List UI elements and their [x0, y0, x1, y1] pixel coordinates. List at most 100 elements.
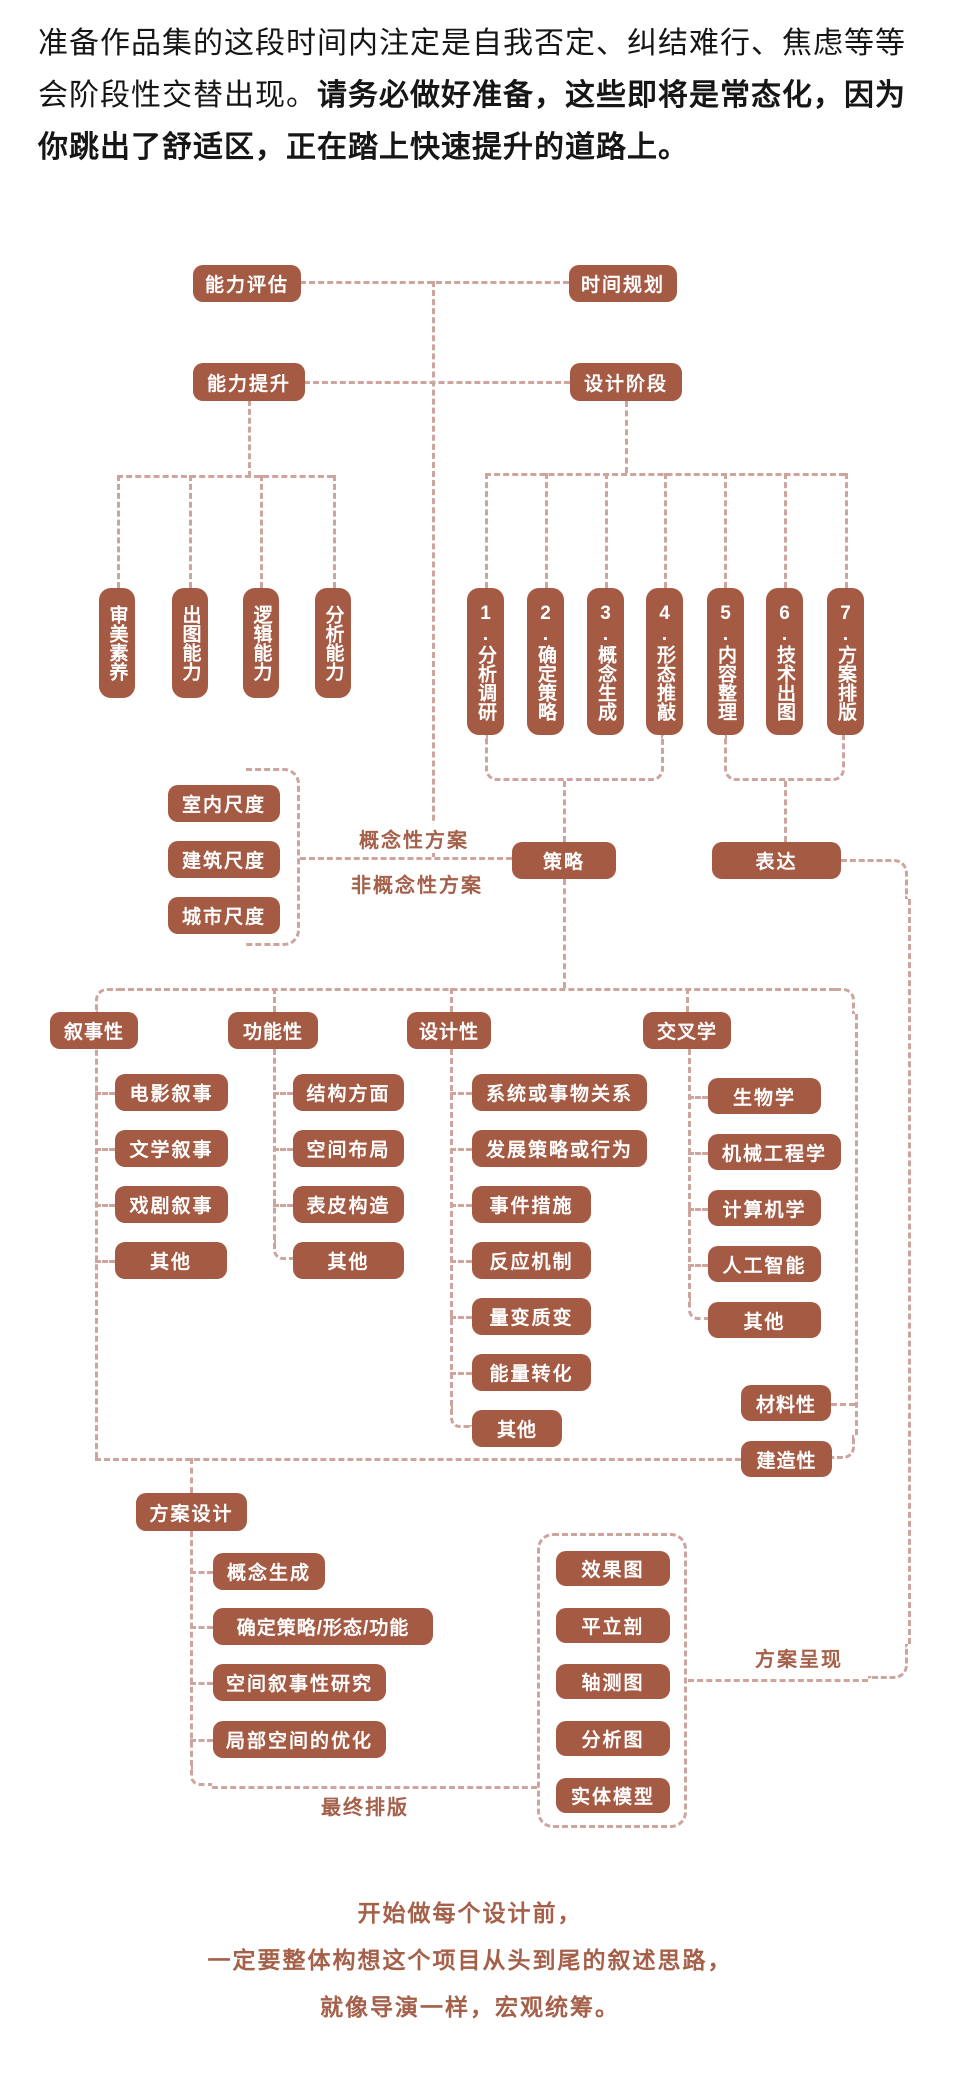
- diagram-node: 其他: [115, 1242, 227, 1279]
- diagram-node: 局部空间的优化: [213, 1721, 386, 1758]
- diagram-node: 平立剖: [556, 1608, 670, 1643]
- connector-line: [95, 988, 119, 1014]
- connector-line: [450, 1204, 472, 1207]
- diagram-node: 电影叙事: [115, 1074, 228, 1111]
- diagram-node: 7.方案排版: [827, 588, 864, 735]
- diagram-node: 实体模型: [556, 1778, 670, 1813]
- diagram-node: 反应机制: [472, 1242, 591, 1279]
- diagram-node: 表达: [712, 842, 841, 879]
- connector-line: [246, 768, 300, 946]
- connector-line: [605, 473, 608, 588]
- connector-line: [212, 1786, 537, 1789]
- diagram-node: 1.分析调研: [467, 588, 504, 735]
- diagram-node: 其他: [708, 1302, 821, 1338]
- diagram-node: 事件措施: [472, 1186, 591, 1223]
- connector-line: [724, 735, 845, 781]
- diagram-node: 6.技术出图: [766, 588, 803, 735]
- diagram-node: 生物学: [708, 1078, 821, 1114]
- diagram-node: 建筑尺度: [168, 841, 280, 878]
- floating-label: 方案呈现: [752, 1643, 846, 1672]
- diagram-node: 交叉学: [643, 1012, 731, 1049]
- diagram-node: 空间布局: [293, 1130, 404, 1167]
- diagram-node: 戏剧叙事: [115, 1186, 228, 1223]
- connector-line: [450, 1092, 472, 1095]
- diagram-node: 设计阶段: [570, 363, 682, 401]
- connector-line: [273, 1204, 293, 1207]
- outro-paragraph: 开始做每个设计前， 一定要整体构想这个项目从头到尾的叙述思路， 就像导演一样，宏…: [0, 1890, 940, 2031]
- diagram-node: 5.内容整理: [707, 588, 744, 735]
- connector-line: [688, 1049, 691, 1298]
- diagram-node: 表皮构造: [293, 1186, 404, 1223]
- intro-line-3: 你跳出了舒适区，正在踏上快速提升的道路上。: [38, 131, 689, 164]
- diagram-node: 室内尺度: [168, 785, 280, 822]
- diagram-node: 量变质变: [472, 1298, 591, 1335]
- diagram-node: 文学叙事: [115, 1130, 228, 1167]
- connector-line: [688, 1152, 708, 1155]
- connector-line: [835, 988, 855, 1014]
- connector-line: [868, 1644, 908, 1679]
- diagram-node: 计算机学: [708, 1190, 821, 1226]
- diagram-node: 3.概念生成: [587, 588, 624, 735]
- connector-line: [190, 1626, 213, 1629]
- connector-line: [908, 899, 911, 1644]
- diagram-node: 功能性: [228, 1012, 318, 1049]
- diagram-node: 人工智能: [708, 1246, 821, 1282]
- connector-line: [841, 859, 908, 899]
- connector-line: [450, 988, 453, 1012]
- intro-line-1: 准备作品集的这段时间内注定是自我否定、纠结难行、焦虑等等: [38, 27, 906, 60]
- connector-line: [450, 1372, 472, 1375]
- diagram-node: 审美素养: [99, 588, 135, 698]
- connector-line: [190, 1458, 193, 1493]
- connector-line: [724, 473, 727, 588]
- connector-line: [450, 1049, 453, 1406]
- connector-line: [95, 1148, 115, 1151]
- diagram-node: 能力评估: [193, 265, 301, 302]
- connector-line: [688, 1096, 708, 1099]
- connector-line: [273, 1148, 293, 1151]
- connector-line: [117, 475, 333, 478]
- diagram-node: 其他: [293, 1242, 404, 1279]
- connector-line: [260, 475, 263, 588]
- connector-line: [119, 988, 835, 991]
- outro-line-2: 一定要整体构想这个项目从头到尾的叙述思路，: [207, 1947, 733, 1973]
- floating-label: 概念性方案: [356, 824, 472, 853]
- diagram-node: 概念生成: [213, 1553, 325, 1590]
- connector-line: [273, 988, 276, 1012]
- diagram-node: 设计性: [407, 1012, 491, 1049]
- connector-line: [95, 1092, 115, 1095]
- diagram-node: 能量转化: [472, 1354, 591, 1391]
- diagram-node: 空间叙事性研究: [213, 1664, 386, 1701]
- connector-line: [273, 1092, 293, 1095]
- connector-line: [432, 281, 435, 857]
- diagram-node: 建造性: [741, 1441, 832, 1477]
- connector-line: [688, 1679, 868, 1682]
- connector-line: [95, 1014, 98, 1458]
- diagram-node: 出图能力: [172, 588, 208, 698]
- diagram-node: 效果图: [556, 1551, 670, 1586]
- diagram-node: 其他: [472, 1410, 562, 1447]
- diagram-node: 叙事性: [50, 1012, 138, 1049]
- diagram-node: 结构方面: [293, 1074, 404, 1111]
- connector-line: [855, 1014, 858, 1435]
- intro-line-2: 会阶段性交替出现。请务必做好准备，这些即将是常态化，因为: [38, 79, 906, 112]
- connector-line: [688, 1264, 708, 1267]
- diagram-node: 2.确定策略: [527, 588, 564, 735]
- connector-line: [190, 1766, 212, 1786]
- connector-line: [248, 400, 251, 477]
- connector-line: [485, 473, 488, 588]
- connector-line: [304, 381, 570, 384]
- connector-line: [688, 1298, 708, 1320]
- floating-label: 最终排版: [318, 1791, 412, 1820]
- connector-line: [95, 1204, 115, 1207]
- diagram-node: 城市尺度: [168, 897, 280, 934]
- outro-line-1: 开始做每个设计前，: [357, 1900, 583, 1926]
- connector-line: [190, 1682, 213, 1685]
- connector-line: [563, 781, 566, 842]
- connector-line: [333, 475, 336, 588]
- connector-line: [784, 473, 787, 588]
- outro-line-3: 就像导演一样，宏观统筹。: [320, 1994, 620, 2020]
- connector-line: [117, 475, 120, 588]
- connector-line: [831, 1403, 855, 1406]
- connector-line: [831, 1435, 855, 1459]
